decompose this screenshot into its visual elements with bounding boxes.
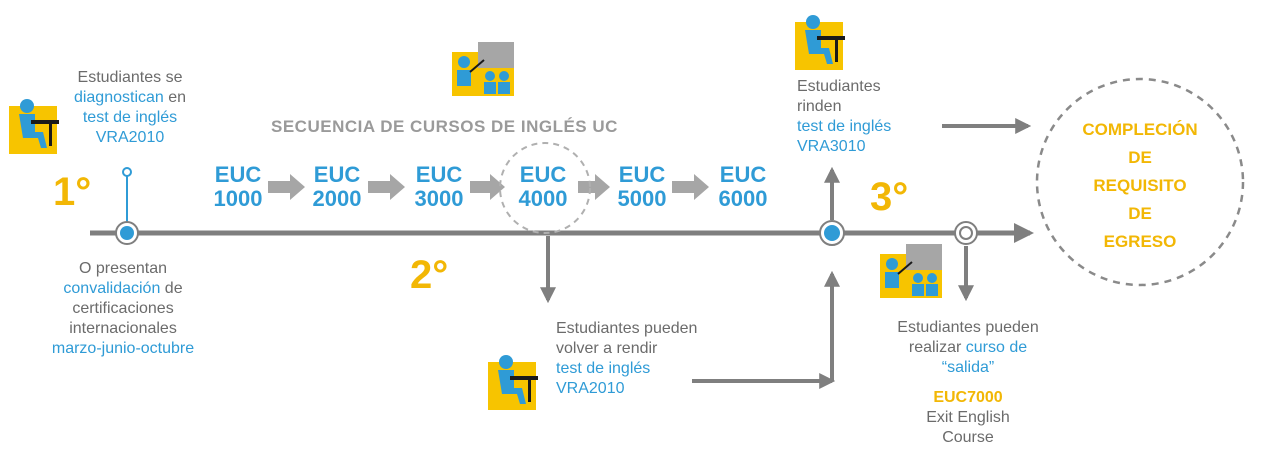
left-node-core [120, 226, 134, 240]
student-test-icon [795, 15, 845, 70]
sequence-title: SECUENCIA DE CURSOS DE INGLÉS UC [271, 117, 618, 136]
graduation-requirement-goal: COMPLECIÓN DE REQUISITO DE EGRESO [1082, 120, 1198, 251]
diagnostic-text: Estudiantes se diagnostican en test de i… [73, 69, 187, 146]
goal-circle [1035, 77, 1245, 287]
retake-text: Estudiantes pueden volver a rendir test … [556, 320, 698, 397]
course-arrow-1 [268, 174, 305, 200]
step-3-label: 3° [870, 175, 909, 219]
exit-node-core [959, 226, 973, 240]
course-arrow-4 [578, 174, 610, 200]
euc4000-highlight-circle [499, 142, 591, 234]
left-pin-head [122, 167, 132, 177]
classroom-icon [452, 42, 514, 96]
classroom-icon [880, 244, 942, 298]
course-arrows [268, 174, 709, 200]
course-arrow-5 [672, 174, 709, 200]
student-test-icon [488, 355, 538, 410]
student-test-icon [9, 99, 59, 154]
vra3010-node-core [824, 225, 840, 241]
course-arrow-2 [368, 174, 405, 200]
validation-text: O presentan convalidación de certificaci… [51, 260, 195, 357]
vra3010-text: Estudiantes rinden test de inglés VRA301… [797, 78, 892, 155]
step-1-label: 1° [53, 170, 92, 214]
course-arrow-3 [470, 174, 505, 200]
step-2-label: 2° [410, 253, 449, 297]
exit-course-text: Estudiantes pueden realizar curso de “sa… [897, 319, 1039, 446]
